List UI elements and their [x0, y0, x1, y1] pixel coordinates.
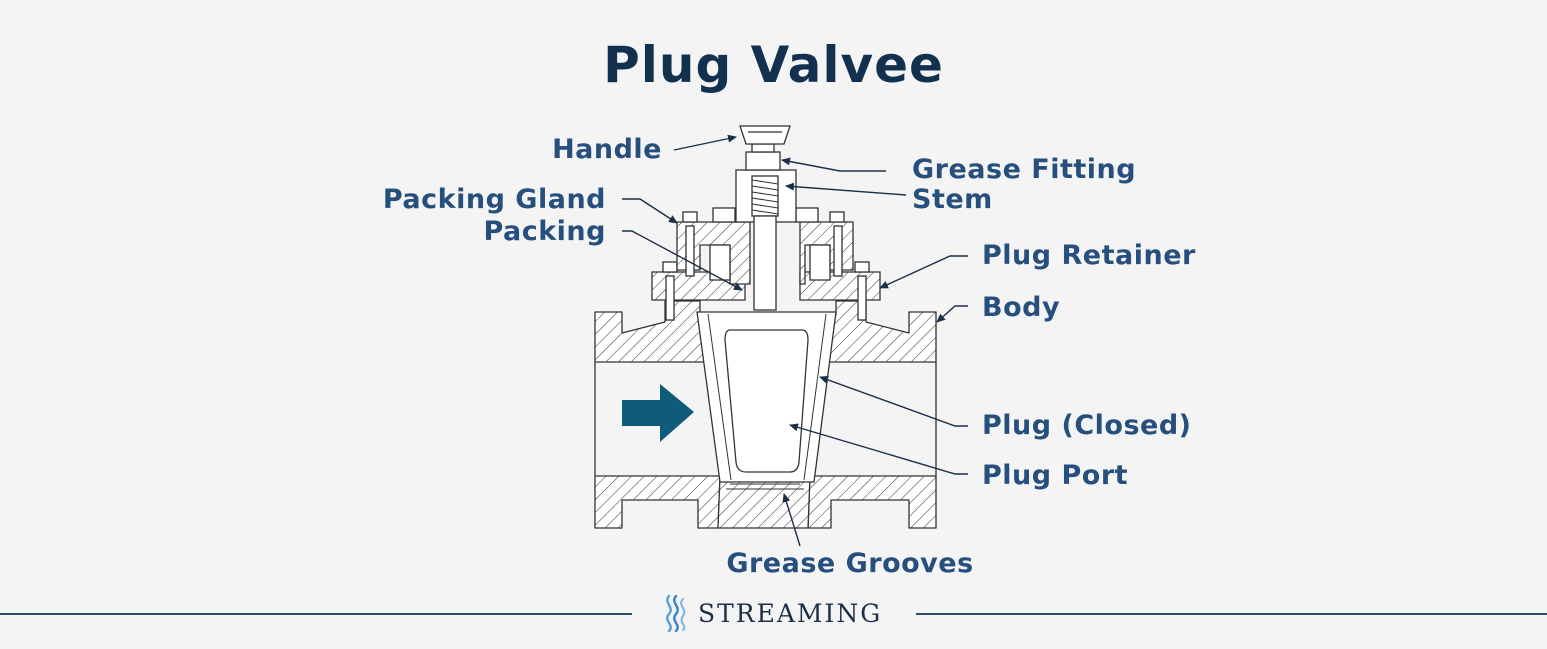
page-title: Plug Valvee [603, 36, 944, 94]
flow-arrow [622, 384, 694, 442]
grease-fitting [745, 143, 781, 171]
label-packing: Packing [483, 216, 606, 247]
label-handle: Handle [552, 134, 662, 165]
label-plug-retainer: Plug Retainer [982, 240, 1196, 271]
footer-divider-right [916, 613, 1547, 615]
label-stem: Stem [912, 184, 993, 215]
label-body: Body [982, 292, 1060, 323]
water-waves-icon [666, 594, 686, 632]
stem [735, 169, 797, 311]
label-grease-fitting: Grease Fitting [912, 154, 1136, 185]
footer-divider-left [0, 613, 632, 615]
brand-logo: STREAMING [660, 594, 882, 632]
handle [739, 125, 791, 145]
label-packing-gland: Packing Gland [383, 184, 606, 215]
packing-gland [676, 207, 854, 285]
valve-body [594, 300, 937, 529]
label-plug-closed: Plug (Closed) [982, 410, 1192, 441]
leader-lines [622, 134, 968, 547]
plug-closed [696, 311, 837, 490]
label-grease-grooves: Grease Grooves [726, 548, 973, 579]
label-plug-port: Plug Port [982, 460, 1128, 491]
brand-name: STREAMING [698, 598, 883, 628]
